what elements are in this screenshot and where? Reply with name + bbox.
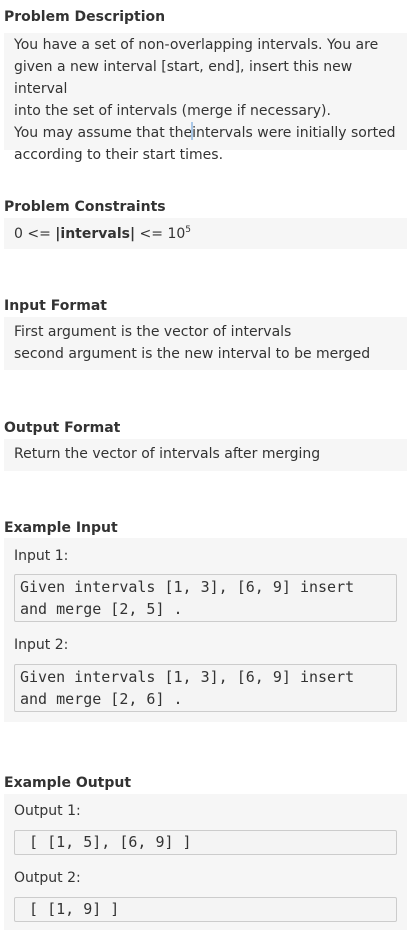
description-line: You have a set of non-overlapping interv…: [14, 37, 379, 53]
description-text: You may assume that the: [14, 125, 193, 141]
constraint-suffix: <= 10: [135, 226, 186, 242]
input-format-line: First argument is the vector of interval…: [14, 324, 292, 340]
problem-constraints-box: 0 <= |intervals| <= 105: [4, 218, 407, 249]
code-line: and merge [2, 6] .: [20, 690, 183, 708]
constraint-line: 0 <= |intervals| <= 105: [14, 223, 401, 245]
input-format-title: Input Format: [4, 298, 107, 314]
output-1-code: [ [1, 5], [6, 9] ]: [14, 830, 397, 855]
example-input-box: Input 1: Given intervals [1, 3], [6, 9] …: [4, 538, 407, 722]
text-cursor: [191, 122, 194, 140]
input-format-line: second argument is the new interval to b…: [14, 346, 371, 362]
constraint-prefix: 0 <=: [14, 226, 56, 242]
problem-description-title: Problem Description: [4, 9, 166, 25]
description-text: intervals were initially sorted: [192, 125, 396, 141]
code-line: and merge [2, 5] .: [20, 600, 183, 618]
input-2-code: Given intervals [1, 3], [6, 9] insert an…: [14, 664, 397, 712]
description-line: You may assume that theintervals were in…: [14, 122, 401, 144]
output-format-box: Return the vector of intervals after mer…: [4, 439, 407, 471]
description-line: according to their start times.: [14, 147, 224, 163]
input-2-label: Input 2:: [14, 637, 69, 653]
output-format-line: Return the vector of intervals after mer…: [14, 446, 321, 462]
description-line: given a new interval [start, end], inser…: [14, 59, 353, 97]
input-format-box: First argument is the vector of interval…: [4, 317, 407, 370]
input-1-code: Given intervals [1, 3], [6, 9] insert an…: [14, 574, 397, 622]
input-1-label: Input 1:: [14, 548, 69, 564]
problem-constraints-title: Problem Constraints: [4, 199, 166, 215]
example-input-title: Example Input: [4, 520, 118, 536]
example-output-title: Example Output: [4, 775, 132, 791]
description-line: into the set of intervals (merge if nece…: [14, 103, 331, 119]
code-line: Given intervals [1, 3], [6, 9] insert: [20, 668, 355, 686]
output-2-label: Output 2:: [14, 870, 81, 886]
constraint-term: |intervals|: [55, 226, 136, 242]
constraint-exponent: 5: [185, 225, 191, 235]
output-format-title: Output Format: [4, 420, 121, 436]
output-1-label: Output 1:: [14, 803, 81, 819]
problem-description-box: You have a set of non-overlapping interv…: [4, 33, 407, 163]
example-output-box: Output 1: [ [1, 5], [6, 9] ] Output 2: […: [4, 794, 407, 930]
output-2-code: [ [1, 9] ]: [14, 897, 397, 922]
code-line: Given intervals [1, 3], [6, 9] insert: [20, 578, 355, 596]
